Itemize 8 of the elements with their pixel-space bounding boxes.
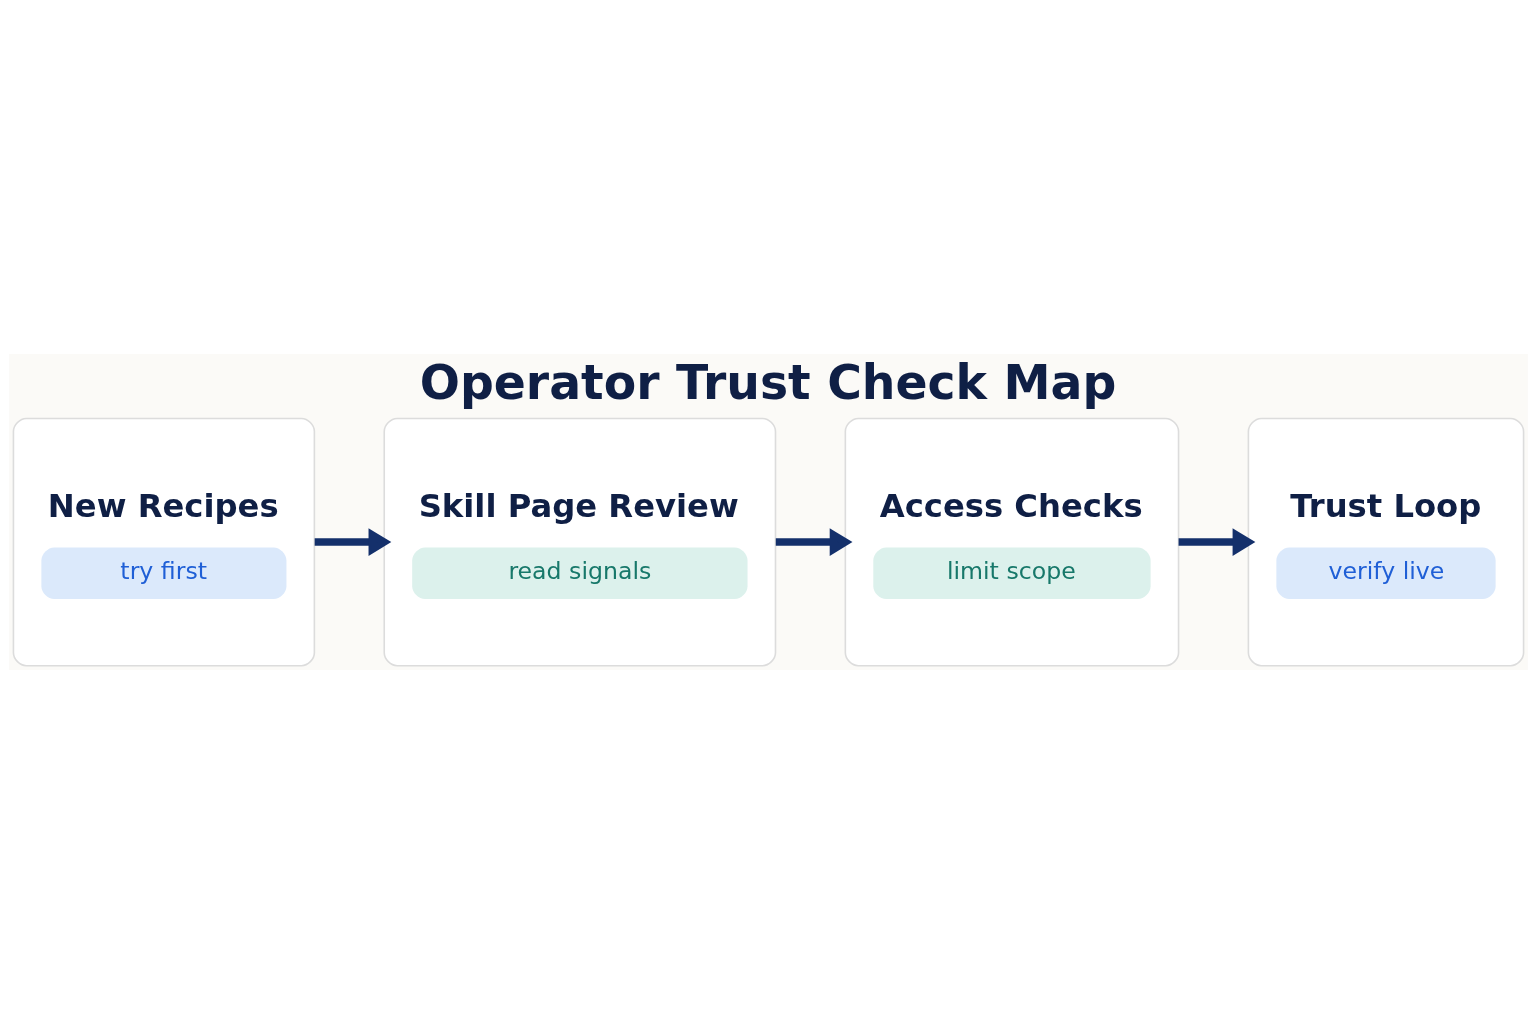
node-box: New Recipes try first: [12, 417, 315, 667]
node-box: Skill Page Review read signals: [382, 417, 776, 667]
node-box: Access Checks limit scope: [844, 417, 1179, 667]
arrow: [1178, 528, 1255, 557]
node-box: Trust Loop verify live: [1247, 417, 1524, 667]
arrow: [775, 528, 852, 557]
arrow: [314, 528, 391, 557]
diagram-title: Operator Trust Check Map: [419, 355, 1116, 411]
